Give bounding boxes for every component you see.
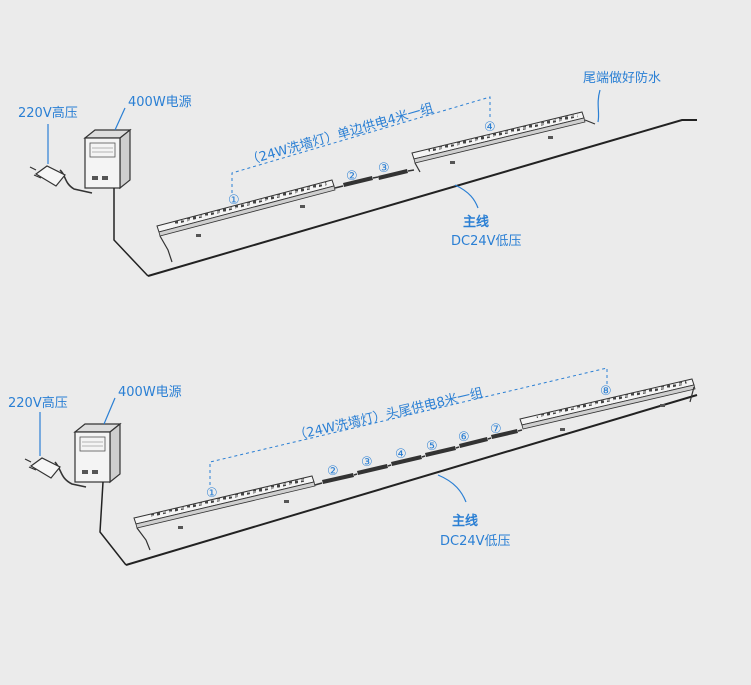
bottom-mainline-label: 主线 — [452, 513, 478, 529]
top-voltage-label: DC24V低压 — [451, 234, 522, 249]
top-marker-1: ① — [228, 193, 240, 208]
top-power-cable — [113, 188, 149, 277]
bottom-marker-8: ⑧ — [600, 384, 612, 399]
bottom-lamp-3 — [357, 464, 388, 475]
bottom-power-leader — [103, 397, 116, 425]
top-group-label: （24W洗墙灯）单边供电4米一组 — [245, 101, 435, 169]
bottom-lamp-7 — [491, 429, 518, 439]
top-plug-icon — [29, 165, 93, 194]
top-lamp-4 — [411, 111, 596, 173]
bottom-lamp-8 — [519, 378, 696, 431]
bottom-group-label: （24W洗墙灯）头尾供电8米一组 — [293, 386, 485, 444]
bottom-power-supply-icon — [73, 422, 122, 484]
bottom-voltage-label: DC24V低压 — [440, 534, 511, 549]
top-mainline-leader — [454, 184, 479, 209]
bottom-diagram: 220V高压 400W电源 — [8, 367, 698, 566]
top-end-leader — [597, 89, 601, 123]
bottom-marker-4: ④ — [395, 447, 407, 462]
bottom-marker-3: ③ — [361, 455, 373, 470]
top-power-leader — [114, 107, 126, 131]
bottom-lamp-6 — [459, 437, 488, 448]
bottom-power-cable — [99, 481, 127, 566]
top-ground-line — [147, 119, 697, 277]
top-mainline-label: 主线 — [463, 214, 489, 230]
top-lamp-1 — [156, 179, 336, 263]
bottom-plug-icon — [24, 457, 87, 488]
bottom-lamp-4 — [391, 455, 422, 466]
bottom-group-bracket — [209, 367, 608, 485]
top-lamp-3 — [378, 169, 408, 180]
bottom-lamp-5 — [425, 446, 456, 457]
bottom-lamp-2 — [322, 473, 354, 484]
bottom-mainline-leader — [437, 474, 467, 503]
top-lamp-2 — [343, 176, 373, 187]
top-diagram: 220V高压 400W电源 — [18, 70, 697, 277]
top-plug-label: 220V高压 — [18, 105, 78, 121]
bottom-marker-1: ① — [206, 486, 218, 501]
bottom-marker-2: ② — [327, 464, 339, 479]
bottom-marker-5: ⑤ — [426, 439, 438, 454]
bottom-marker-6: ⑥ — [458, 430, 470, 445]
bottom-power-label: 400W电源 — [118, 385, 182, 400]
bottom-plug-label: 220V高压 — [8, 395, 68, 411]
top-end-label: 尾端做好防水 — [583, 70, 661, 86]
top-power-label: 400W电源 — [128, 95, 192, 110]
bottom-ground-line — [125, 394, 698, 566]
top-marker-4: ④ — [484, 120, 496, 135]
top-marker-3: ③ — [378, 161, 390, 176]
bottom-marker-7: ⑦ — [490, 422, 502, 437]
top-marker-2: ② — [346, 169, 358, 184]
top-power-supply-icon — [83, 128, 132, 190]
bottom-lamp-1 — [133, 475, 316, 551]
